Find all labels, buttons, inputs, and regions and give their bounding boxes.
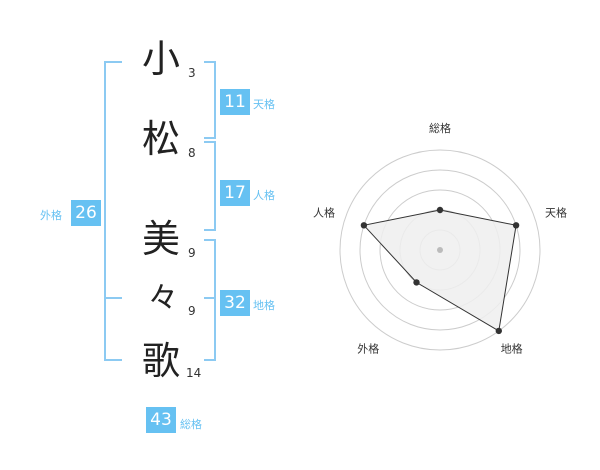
stroke-count-4: 9	[188, 304, 196, 318]
chikaku-bracket	[204, 239, 216, 361]
radar-axis-label-1: 総格	[429, 121, 451, 135]
radar-point-2	[512, 222, 520, 229]
radar-point-5	[360, 222, 368, 229]
gaikaku-bracket-divider	[104, 297, 122, 299]
chikaku-bracket-divider	[204, 297, 216, 299]
name-char-2: 松	[142, 117, 181, 161]
soukaku-label: 総格	[180, 418, 202, 431]
name-char-5: 歌	[142, 339, 181, 383]
tenkaku-bracket	[204, 61, 216, 139]
jinkaku-bracket	[204, 141, 216, 231]
name-char-1: 小	[142, 37, 181, 81]
radar-point-4	[413, 279, 420, 286]
radar-point-3	[495, 327, 502, 335]
radar-axis-label-5: 人格	[313, 205, 335, 219]
chikaku-label: 地格	[253, 299, 275, 312]
stroke-count-3: 9	[188, 246, 196, 260]
radar-grid-ring	[359, 169, 521, 331]
tenkaku-label: 天格	[253, 98, 275, 111]
gaikaku-label: 外格	[40, 209, 62, 222]
tenkaku-value-badge: 11	[220, 89, 250, 115]
name-char-4: 々	[148, 281, 178, 316]
gaikaku-bracket	[104, 61, 122, 361]
radar-axis-label-2: 天格	[545, 205, 567, 219]
radar-point-1	[436, 206, 444, 214]
radar-data-polygon	[362, 209, 517, 332]
stroke-count-2: 8	[188, 146, 196, 160]
jinkaku-label: 人格	[253, 189, 275, 202]
stroke-count-5: 14	[186, 366, 202, 380]
radar-axis-label-3: 地格	[501, 342, 523, 356]
name-char-3: 美	[142, 217, 181, 261]
jinkaku-value-badge: 17	[220, 180, 250, 206]
chikaku-value-badge: 32	[220, 290, 250, 316]
radar-center-dot	[437, 247, 443, 253]
gaikaku-value-badge: 26	[71, 200, 101, 226]
stroke-count-1: 3	[188, 66, 196, 80]
radar-grid-ring	[339, 149, 541, 351]
soukaku-value-badge: 43	[146, 407, 176, 433]
radar-axis-label-4: 外格	[357, 342, 379, 356]
